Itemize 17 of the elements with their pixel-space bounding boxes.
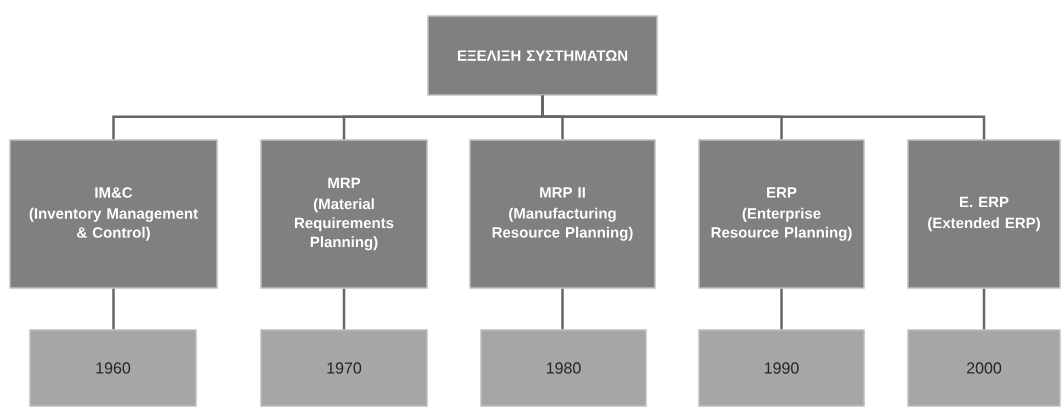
connector-line [112,288,115,330]
system-box: MRP II (Manufacturing Resource Planning) [469,139,656,289]
connector-line [342,288,346,330]
year-box: 1990 [698,329,865,407]
title-box: ΕΞΕΛΙΞΗ ΣΥΣΤΗΜΑΤΩΝ [427,15,658,96]
connector-line [780,288,783,330]
connector-line [541,95,986,140]
system-box: MRP (Material Requirements Planning) [260,139,428,289]
system-box: IM&C (Inventory Management & Control) [9,139,218,289]
year-box: 2000 [907,329,1061,407]
year-box: 1980 [480,329,647,407]
connector-line [561,288,564,330]
year-box: 1970 [260,329,428,407]
year-box: 1960 [29,329,197,407]
system-box: E. ERP (Extended ERP) [907,139,1061,289]
system-box: ERP (Enterprise Resource Planning) [698,139,865,289]
connector-line [982,288,986,330]
